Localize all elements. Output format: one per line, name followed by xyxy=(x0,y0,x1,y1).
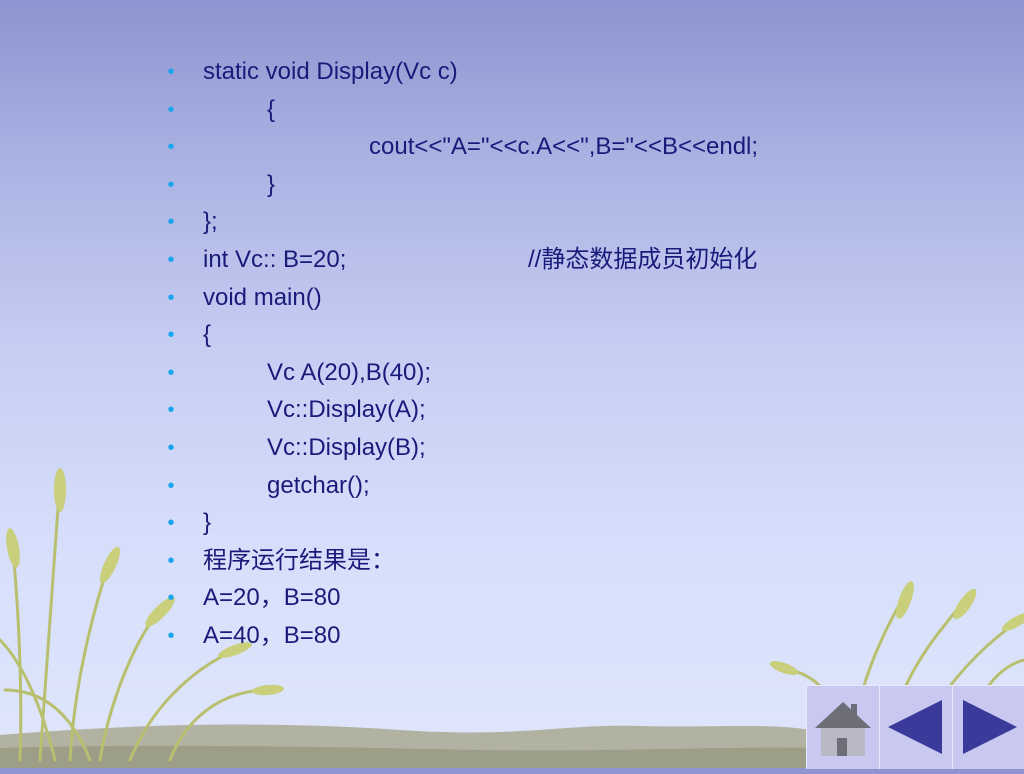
code-line: • void main() xyxy=(0,281,1024,315)
bullet-icon: • xyxy=(167,61,175,83)
code-line: • Vc::Display(B); xyxy=(0,431,1024,465)
bullet-icon: • xyxy=(167,399,175,422)
code-comment: //静态数据成员初始化 xyxy=(528,246,758,273)
code-text: Vc A(20),B(40); xyxy=(267,358,432,386)
code-text: { xyxy=(203,321,212,349)
code-line: •} xyxy=(0,168,1024,202)
previous-slide-button[interactable] xyxy=(880,686,952,769)
bullet-icon: • xyxy=(167,136,175,159)
code-text: } xyxy=(203,509,212,537)
bullet-icon: • xyxy=(167,324,175,347)
code-line: • A=40，B=80 xyxy=(0,619,1024,653)
code-text: }; xyxy=(203,208,218,236)
code-text: cout<<"A="<<c.A<<",B="<<B<<endl; xyxy=(369,133,759,161)
code-line: • 程序运行结果是： xyxy=(0,544,1024,578)
code-text: Vc::Display(A); xyxy=(267,396,426,424)
home-button[interactable] xyxy=(807,686,879,769)
code-text: 程序运行结果是： xyxy=(203,546,395,574)
code-text: int Vc:: B=20; xyxy=(203,246,347,273)
navigation-bar xyxy=(806,685,1024,769)
bullet-icon: • xyxy=(167,173,175,196)
left-arrow-icon xyxy=(888,700,942,754)
code-text: } xyxy=(267,170,276,198)
code-line: • Vc A(20),B(40); xyxy=(0,356,1024,390)
code-line: •} xyxy=(0,506,1024,540)
bullet-icon: • xyxy=(167,361,175,384)
code-text: A=40，B=80 xyxy=(203,622,341,649)
home-icon xyxy=(815,702,871,756)
code-line: • int Vc:: B=20; //静态数据成员初始化 xyxy=(0,243,1024,277)
bullet-icon: • xyxy=(167,437,175,459)
bullet-icon: • xyxy=(167,587,175,610)
code-line: • Vc::Display(A); xyxy=(0,393,1024,427)
code-text: A=20，B=80 xyxy=(203,584,341,612)
right-arrow-icon xyxy=(963,700,1017,754)
code-line: •{ xyxy=(0,93,1024,127)
bullet-icon: • xyxy=(167,211,175,234)
code-line: • getchar(); xyxy=(0,469,1024,503)
code-line: •{ xyxy=(0,318,1024,352)
code-line: • cout<<"A="<<c.A<<",B="<<B<<endl; xyxy=(0,130,1024,164)
code-line: • static void Display(Vc c) xyxy=(0,55,1024,89)
next-slide-button[interactable] xyxy=(953,686,1024,769)
code-text: void main() xyxy=(203,283,322,311)
bullet-icon: • xyxy=(167,625,175,647)
code-line: • A=20，B=80 xyxy=(0,581,1024,615)
bullet-icon: • xyxy=(167,549,175,572)
bullet-icon: • xyxy=(167,98,175,121)
code-line: •}; xyxy=(0,205,1024,239)
code-text: Vc::Display(B); xyxy=(267,434,426,461)
code-text: { xyxy=(267,95,276,123)
bullet-icon: • xyxy=(167,512,175,535)
code-text: static void Display(Vc c) xyxy=(203,58,458,85)
bullet-icon: • xyxy=(167,249,175,271)
code-text: getchar(); xyxy=(267,471,370,499)
bullet-icon: • xyxy=(167,474,175,497)
bullet-icon: • xyxy=(167,286,175,309)
